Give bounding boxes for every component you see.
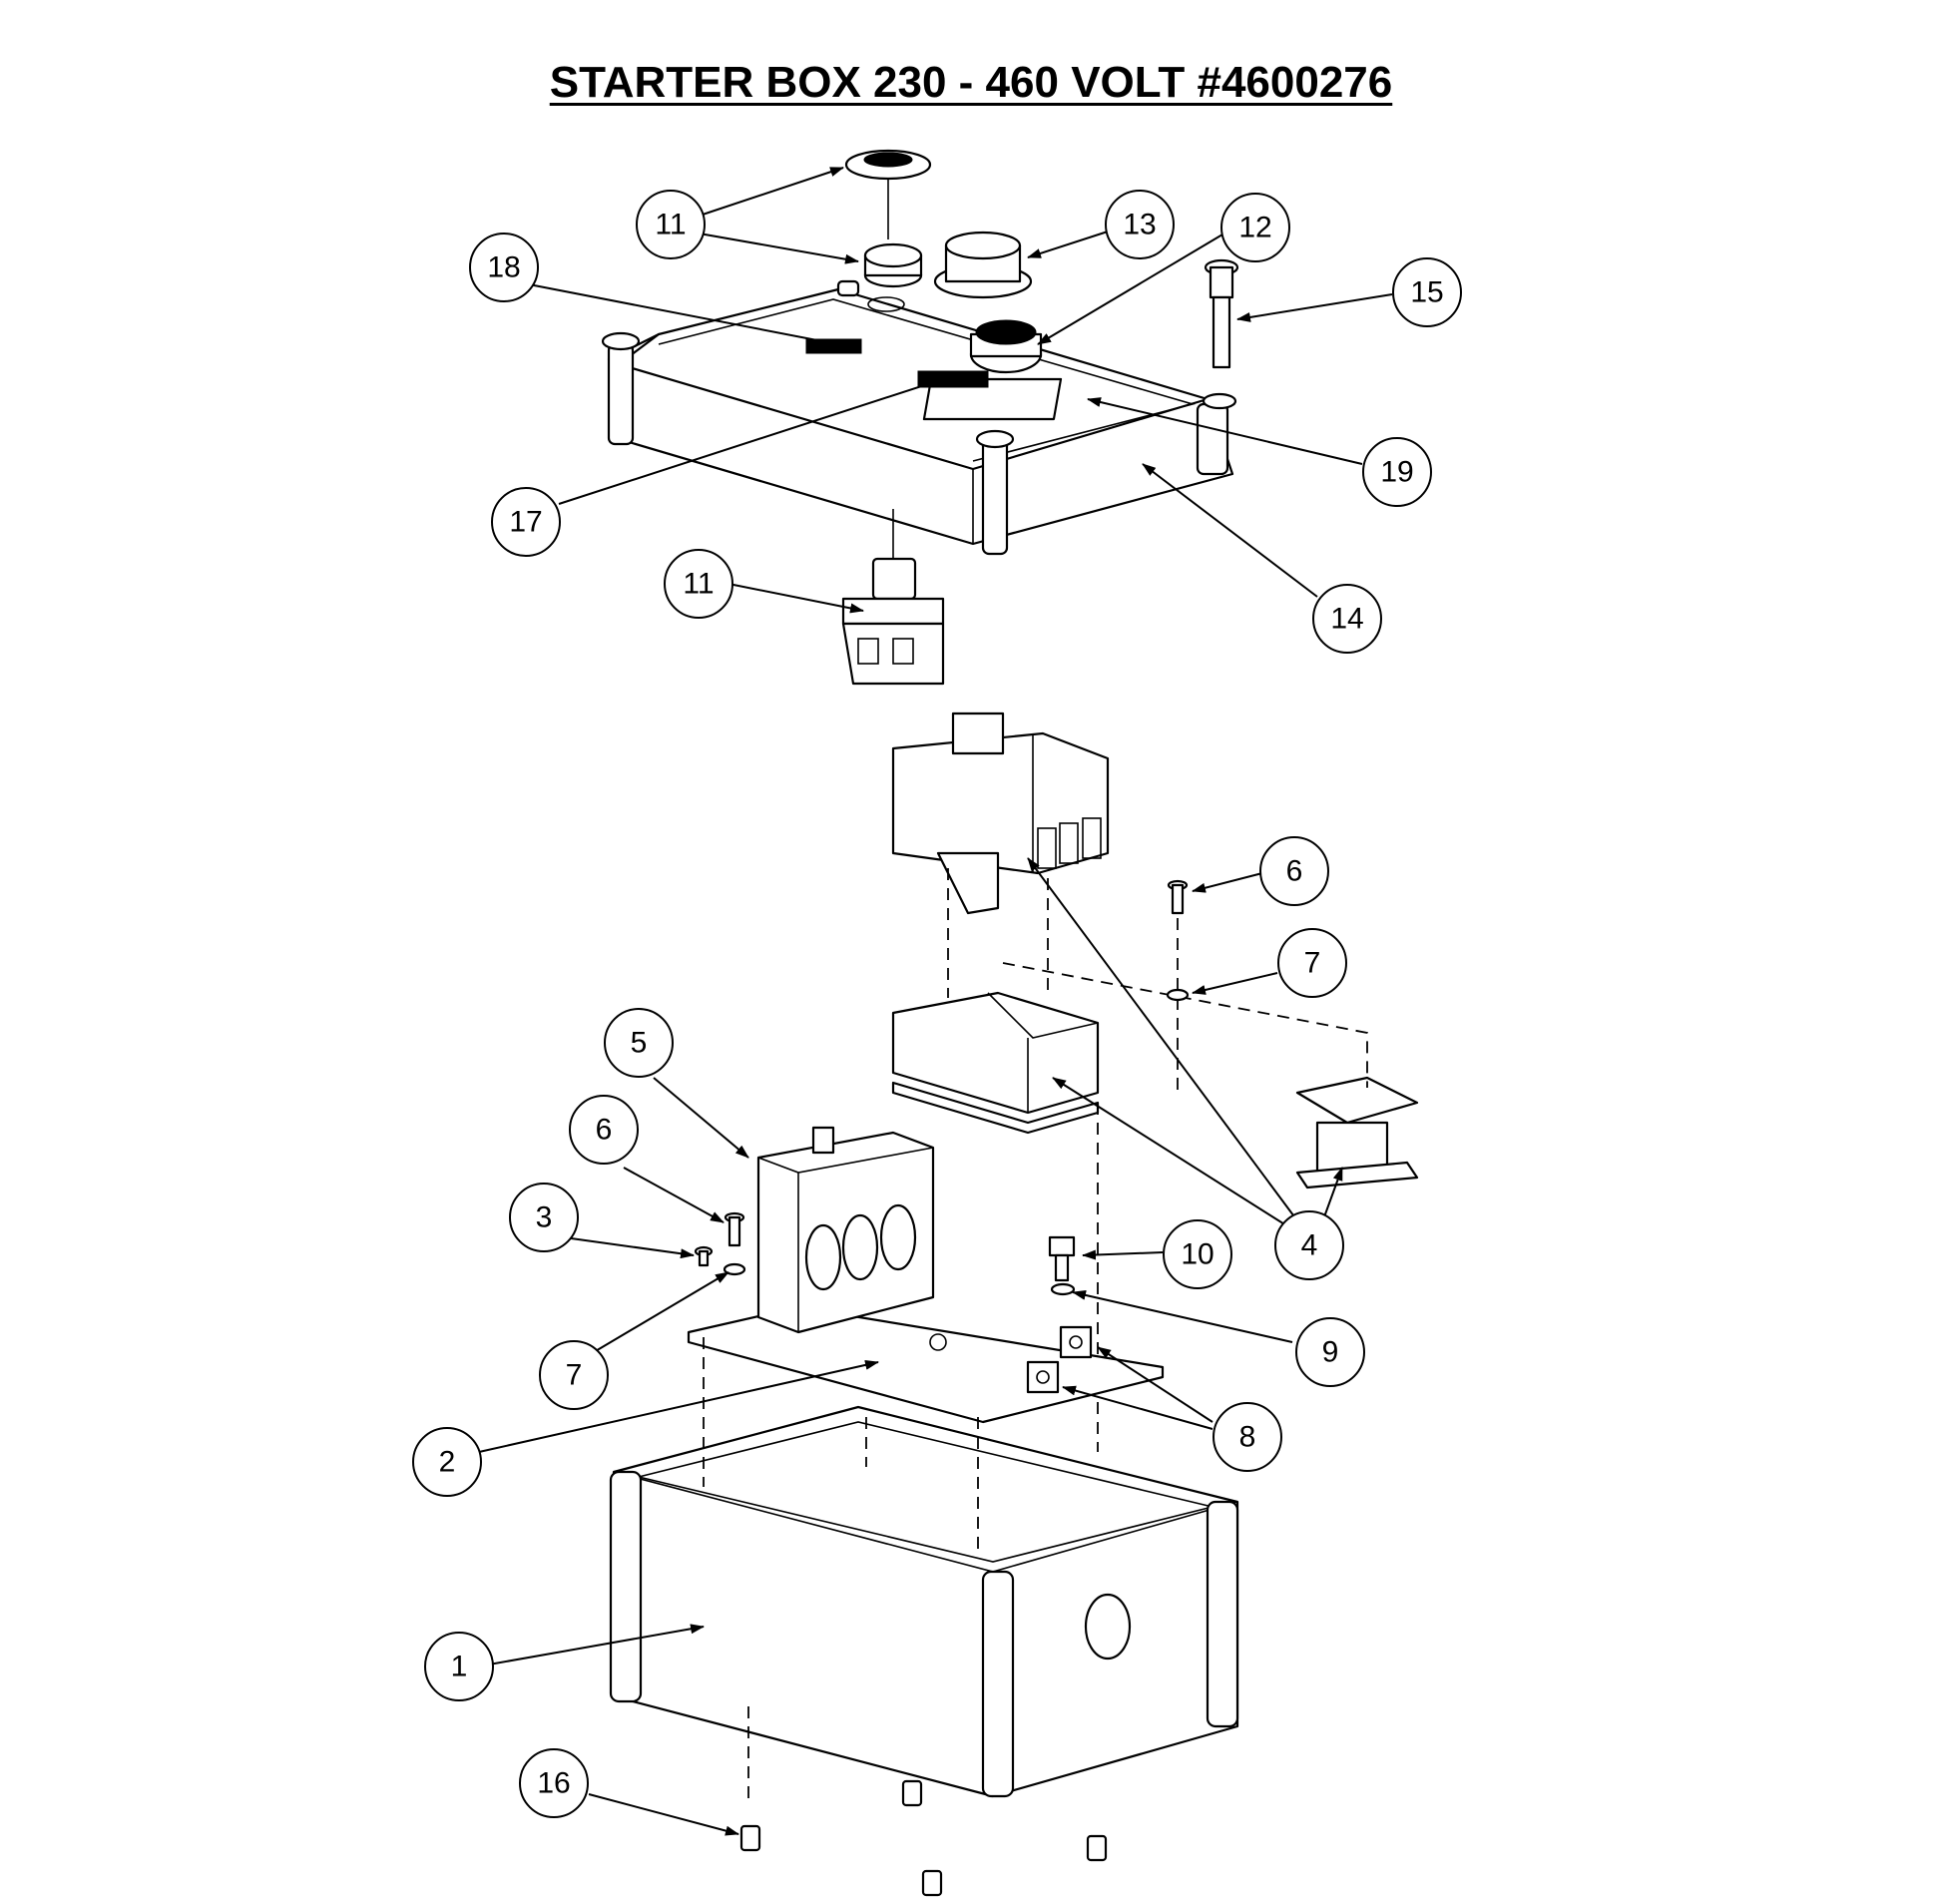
svg-text:7: 7 <box>1304 947 1321 980</box>
callout-16: 16 <box>519 1748 589 1818</box>
callout-10: 10 <box>1163 1219 1232 1289</box>
svg-text:12: 12 <box>1238 212 1271 244</box>
diagram-title: STARTER BOX 230 - 460 VOLT #4600276 <box>549 58 1393 107</box>
screw-10 <box>1048 1235 1076 1282</box>
callout-11-lower: 11 <box>664 549 733 619</box>
callout-11-upper: 11 <box>636 190 706 259</box>
cover-lid <box>607 287 1234 546</box>
contact-block-11 <box>841 509 945 686</box>
screw-15 <box>1204 258 1239 369</box>
svg-text:11: 11 <box>655 209 686 241</box>
terminal-lugs-8 <box>1026 1325 1093 1394</box>
emergency-stop-cap-11 <box>844 149 932 239</box>
svg-text:16: 16 <box>537 1767 570 1800</box>
svg-text:3: 3 <box>536 1201 553 1234</box>
svg-text:7: 7 <box>566 1359 583 1392</box>
callout-8: 8 <box>1213 1402 1282 1472</box>
screw-6-lower <box>724 1211 745 1247</box>
svg-text:8: 8 <box>1239 1421 1256 1454</box>
svg-text:10: 10 <box>1181 1238 1214 1271</box>
callout-3: 3 <box>509 1183 579 1252</box>
washer-7-lower <box>723 1262 746 1276</box>
svg-text:4: 4 <box>1301 1229 1318 1262</box>
callout-6-upper: 6 <box>1259 836 1329 906</box>
svg-text:11: 11 <box>683 568 714 601</box>
svg-text:13: 13 <box>1123 209 1156 241</box>
svg-text:6: 6 <box>596 1114 613 1147</box>
callout-2: 2 <box>412 1427 482 1497</box>
callout-7-upper: 7 <box>1277 928 1347 998</box>
cover-hole <box>867 296 905 312</box>
svg-text:2: 2 <box>439 1446 456 1479</box>
callout-17: 17 <box>491 487 561 557</box>
mounting-plate <box>687 1305 1165 1424</box>
callout-6-lower: 6 <box>569 1095 639 1165</box>
screw-6-upper <box>1167 879 1189 915</box>
lock-ring-11 <box>863 242 923 288</box>
relay-base <box>891 991 1100 1135</box>
button-cap-13 <box>933 231 1033 299</box>
svg-text:18: 18 <box>487 251 520 284</box>
feet-16 <box>739 1779 1108 1897</box>
callout-1: 1 <box>424 1632 494 1701</box>
svg-text:17: 17 <box>509 506 542 539</box>
svg-text:9: 9 <box>1322 1336 1339 1369</box>
leader-lines <box>478 167 1393 1836</box>
overload-relay <box>891 712 1110 915</box>
svg-text:5: 5 <box>631 1027 648 1060</box>
callout-14: 14 <box>1312 584 1382 654</box>
screw-3 <box>694 1245 714 1267</box>
svg-text:14: 14 <box>1330 603 1363 636</box>
svg-text:1: 1 <box>451 1651 468 1683</box>
enclosure-box <box>609 1405 1239 1798</box>
washer-7-upper <box>1166 988 1190 1002</box>
callout-5: 5 <box>604 1008 674 1078</box>
callout-9: 9 <box>1295 1317 1365 1387</box>
callout-7-lower: 7 <box>539 1340 609 1410</box>
contactor <box>756 1126 935 1334</box>
box-dashes <box>703 1337 979 1806</box>
washer-9 <box>1050 1282 1076 1296</box>
callout-12: 12 <box>1220 193 1290 262</box>
pushbutton-12 <box>969 319 1043 374</box>
callout-18: 18 <box>469 233 539 302</box>
svg-text:19: 19 <box>1380 456 1413 489</box>
cover-screws <box>601 279 1237 556</box>
relay-coil <box>1295 1076 1419 1190</box>
callout-13: 13 <box>1105 190 1175 259</box>
callout-19: 19 <box>1362 437 1432 507</box>
callout-4: 4 <box>1274 1210 1344 1280</box>
svg-text:6: 6 <box>1286 855 1303 888</box>
svg-text:15: 15 <box>1410 276 1443 309</box>
callout-15: 15 <box>1392 257 1462 327</box>
